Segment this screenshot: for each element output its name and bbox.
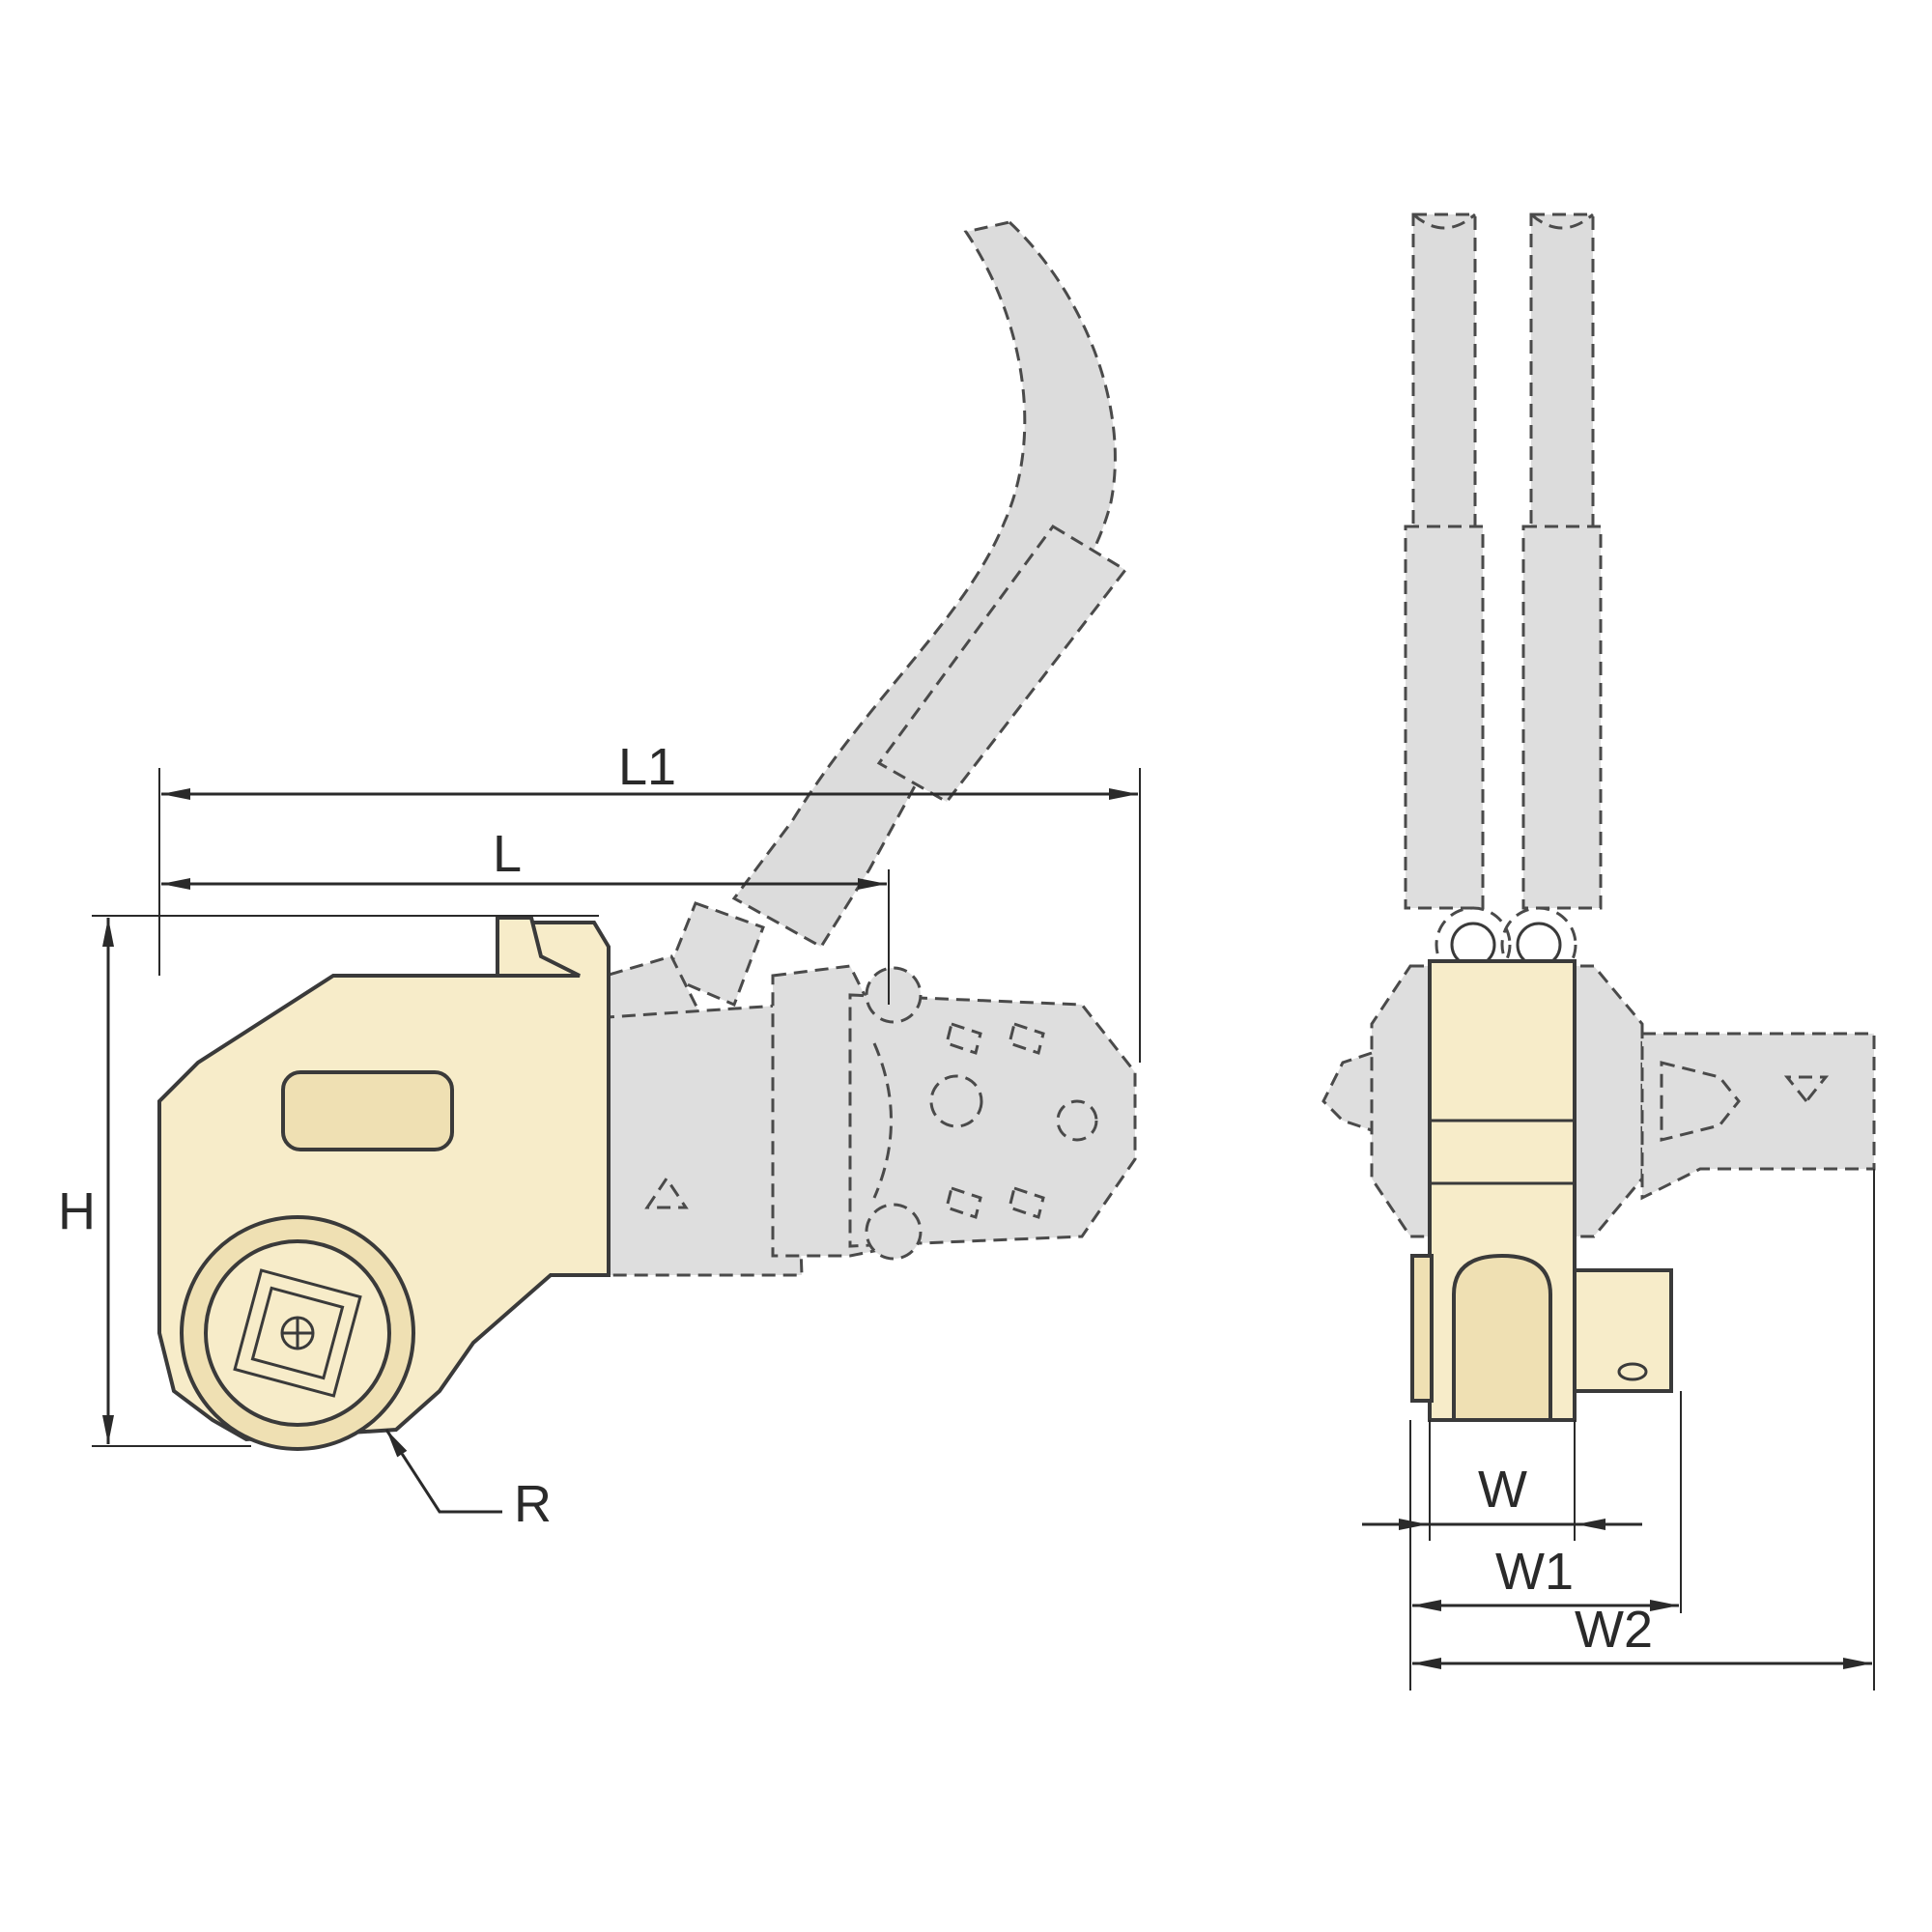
front-drive-pin: [1617, 1362, 1648, 1381]
front-square-drive: [1573, 1268, 1673, 1393]
front-hose-left: [1411, 213, 1477, 543]
side-end-bolt: [1056, 1099, 1098, 1142]
side-slot-1: [945, 1022, 982, 1055]
front-arm-cone: [1660, 1061, 1741, 1142]
front-arm-trefoil: [1783, 1075, 1830, 1104]
L1-label: L1: [618, 738, 676, 796]
side-hose-sleeve: [876, 525, 1128, 804]
front-drive-ring: [1452, 1253, 1552, 1422]
side-square-drive: [233, 1268, 362, 1398]
side-square-drive-inner: [250, 1286, 345, 1380]
side-reaction-lug: [496, 916, 581, 978]
side-view: L1 L H R: [58, 220, 1141, 1533]
W1-label: W1: [1495, 1543, 1574, 1601]
side-slot-3: [945, 1186, 982, 1219]
side-slot-4: [1008, 1186, 1045, 1219]
W-label: W: [1478, 1461, 1527, 1519]
side-port: [929, 1074, 983, 1128]
front-hose-sleeve-left: [1404, 525, 1485, 910]
front-coupler-right: [1500, 906, 1577, 983]
side-slot-2: [1008, 1022, 1045, 1055]
front-view: W W1 W2: [1321, 213, 1876, 1690]
H-label: H: [58, 1182, 96, 1240]
front-hose-sleeve-right: [1521, 525, 1603, 910]
side-cylinder: [578, 1003, 804, 1277]
L-label: L: [493, 825, 522, 883]
side-trefoil: [644, 1176, 689, 1209]
front-left-nose: [1321, 1050, 1374, 1133]
front-hose-right: [1529, 213, 1595, 543]
side-hose-fitting: [665, 901, 765, 1007]
side-guard: [872, 1042, 893, 1199]
side-bolt-bottom: [865, 1203, 923, 1261]
side-bolt-top: [865, 966, 923, 1024]
R-label: R: [514, 1475, 552, 1533]
R-leader: [384, 1429, 502, 1514]
front-coupler-left: [1435, 906, 1512, 983]
side-window-slot: [281, 1070, 454, 1151]
front-side-plate: [1410, 1254, 1434, 1403]
W2-label: W2: [1575, 1601, 1653, 1659]
side-end-cap: [848, 993, 1137, 1248]
